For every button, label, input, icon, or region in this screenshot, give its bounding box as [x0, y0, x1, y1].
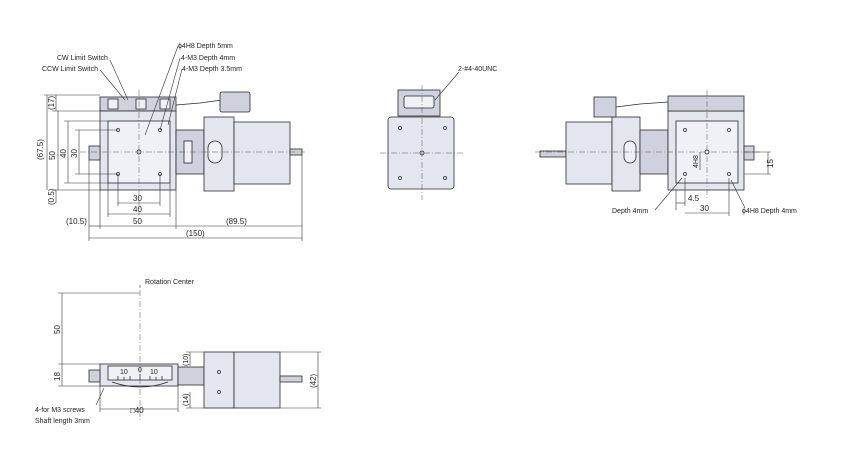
dim-67-5: (67.5): [36, 139, 45, 160]
screws-label: 4-for M3 screws: [35, 407, 85, 414]
dim-square-40: □40: [130, 406, 144, 415]
front-view: 10 0 10 Rotation Center 50 18 (10) (14): [35, 279, 321, 425]
connector-side: [593, 96, 617, 118]
shaft-front: [279, 375, 303, 383]
dim-42-paren: (42): [309, 373, 318, 388]
top-view: CW Limit Switch CCW Limit Switch ϕ4H8 De…: [36, 43, 305, 241]
shaft-length-label: Shaft length 3mm: [35, 418, 90, 425]
dim-4-5: 4.5: [688, 194, 700, 203]
motor: [233, 121, 291, 185]
motor-front: [233, 351, 281, 409]
dim-40-horizontal: 40: [133, 205, 142, 214]
dim-14-paren: (14): [183, 394, 190, 406]
dim-30-horizontal: 30: [133, 194, 142, 203]
scale-mark-10-left: 10: [120, 369, 128, 376]
cw-limit-label: CW Limit Switch: [57, 55, 108, 62]
m3-depth-3-5-label: 4-M3 Depth 3.5mm: [182, 66, 242, 73]
dim-150: (150): [186, 229, 205, 238]
rotation-center-label: Rotation Center: [145, 279, 195, 286]
dim-0-5: (0.5): [47, 188, 56, 205]
dim-18: 18: [53, 372, 62, 381]
unc-thread-label: 2-#4-40UNC: [458, 66, 497, 73]
limit-block-side: [667, 95, 745, 112]
dim-40-vertical: 40: [59, 149, 68, 158]
phi4h8-depth-4-label: ϕ4H8 Depth 4mm: [742, 208, 797, 215]
dim-50-horizontal: 50: [133, 217, 142, 226]
knob-left: [88, 145, 101, 161]
dim-50-vertical: 50: [48, 151, 57, 160]
m3-depth-4-label: 4-M3 Depth 4mm: [181, 55, 235, 62]
scale-mark-10-right: 10: [150, 369, 158, 376]
dim-30-vertical: 30: [70, 149, 79, 158]
dim-30-side: 30: [700, 204, 709, 213]
knob-front: [88, 369, 101, 383]
dim-50-front: 50: [53, 325, 62, 334]
bracket-front: [203, 351, 235, 409]
dim-10-paren: (10): [183, 354, 190, 366]
cable: [175, 99, 223, 106]
end-view: 2-#4-40UNC: [380, 66, 497, 200]
side-view: 4H8 4.5 30 15 Depth 4mm ϕ4H8 Depth 4mm: [535, 90, 797, 216]
ccw-limit-label: CCW Limit Switch: [42, 66, 98, 73]
depth-4mm-label: Depth 4mm: [612, 208, 648, 215]
dim-17: (17): [47, 95, 56, 110]
dim-89-5: (89.5): [226, 217, 247, 226]
dim-15: 15: [766, 159, 775, 168]
motor-side: [565, 121, 613, 185]
dim-10-5: (10.5): [66, 217, 87, 226]
dim-4h8: 4H8: [693, 155, 700, 168]
connector: [219, 91, 251, 113]
hole-depth-5-label: ϕ4H8 Depth 5mm: [178, 43, 233, 50]
